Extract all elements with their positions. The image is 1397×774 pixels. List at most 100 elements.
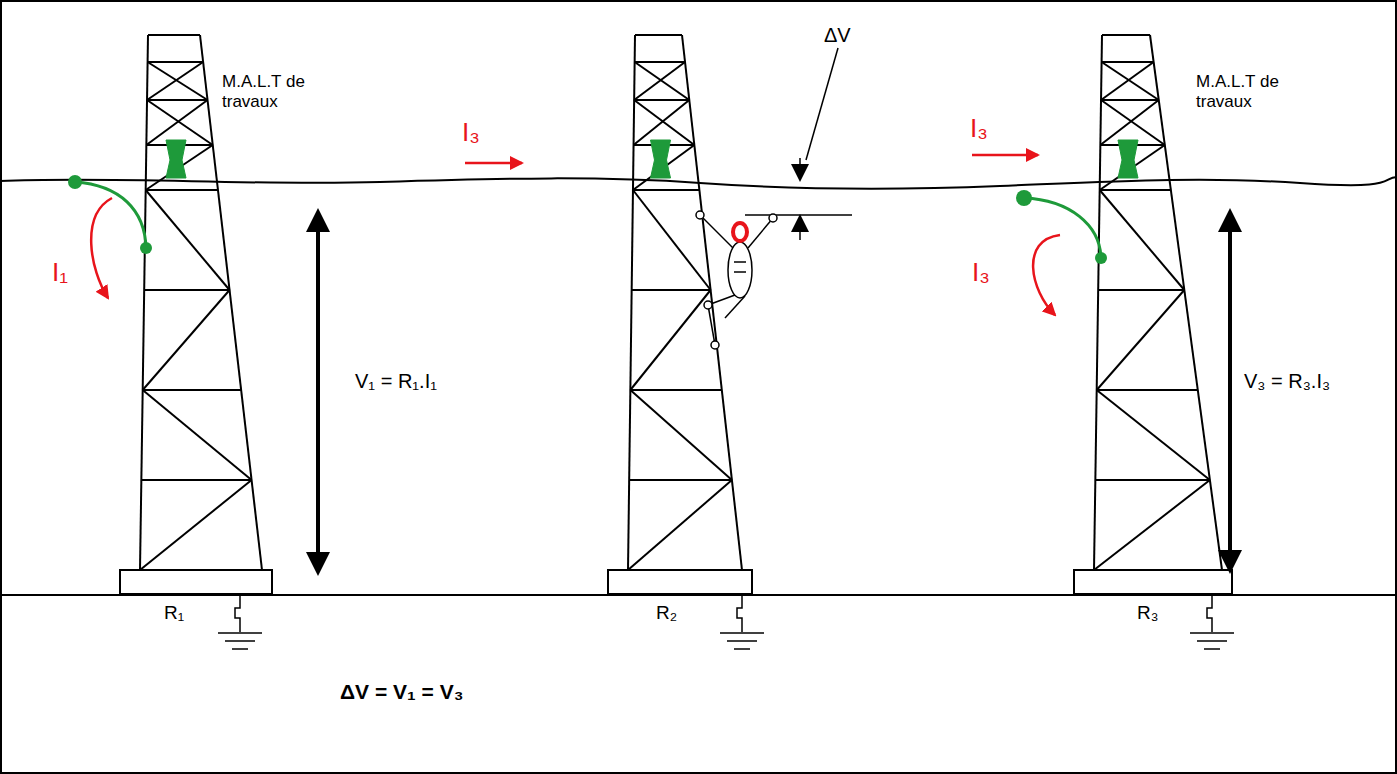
clamp-label: M.A.L.T de travaux xyxy=(1196,72,1283,111)
tower-stroke xyxy=(140,35,148,570)
tower-stroke xyxy=(634,100,694,145)
tower-stroke xyxy=(146,190,230,290)
tower-stroke xyxy=(148,62,208,100)
tower-stroke xyxy=(143,390,252,480)
tower-stroke xyxy=(1098,289,1184,291)
tower-stroke xyxy=(682,35,742,570)
tower-stroke xyxy=(1097,390,1210,480)
delta-v-dimension xyxy=(745,48,852,240)
resistance-label: R₂ xyxy=(656,602,677,624)
tower-footing xyxy=(608,570,752,594)
tower-stroke xyxy=(630,390,732,480)
tower-stroke xyxy=(628,480,732,570)
lattice-tower xyxy=(608,35,752,594)
earthing-clamp xyxy=(75,182,1101,258)
tower-stroke xyxy=(146,100,207,145)
tower-footing xyxy=(120,570,272,594)
earth-bar xyxy=(232,648,248,650)
tower-stroke xyxy=(200,35,262,570)
earth-lead xyxy=(1207,596,1212,632)
tower-stroke xyxy=(146,189,218,191)
tower-stroke xyxy=(1102,34,1150,36)
tower-stroke xyxy=(1094,35,1102,570)
tower-stroke xyxy=(1097,389,1198,391)
ground-line xyxy=(0,594,1397,596)
tower-stroke xyxy=(633,189,699,191)
resistance-label: R₁ xyxy=(164,602,184,624)
voltage-label: V₃ = R₃.I₃ xyxy=(1244,370,1330,393)
current-arrows xyxy=(91,155,1060,315)
earth-bar xyxy=(1190,632,1234,634)
lattice-tower xyxy=(1074,35,1232,594)
tower-stroke xyxy=(143,290,230,390)
tower-stroke xyxy=(628,35,635,570)
insulator xyxy=(166,140,186,178)
tower-stroke xyxy=(1101,62,1154,100)
earth-symbols xyxy=(218,596,1234,649)
tower-stroke xyxy=(630,389,721,391)
tower-stroke xyxy=(1101,99,1159,101)
tower-stroke xyxy=(1102,62,1159,100)
worker-head xyxy=(733,223,747,241)
earth-lead xyxy=(235,596,240,632)
resistance-label: R₃ xyxy=(1137,602,1158,624)
voltage-label: V₁ = R₁.I₁ xyxy=(355,370,437,393)
earth-bar xyxy=(734,648,750,650)
earth-symbol xyxy=(218,596,262,649)
tower-stroke xyxy=(147,62,203,100)
earth-bar xyxy=(218,632,262,634)
tower-stroke xyxy=(1101,100,1165,145)
tower-stroke xyxy=(634,62,685,100)
voltage-arrows xyxy=(318,230,1230,555)
earth-bar xyxy=(727,640,757,642)
earth-symbol xyxy=(1190,596,1234,649)
worker xyxy=(696,211,777,349)
equation-label: ΔV = V₁ = V₃ xyxy=(340,680,463,704)
tower-footing xyxy=(1074,570,1232,594)
tower-stroke xyxy=(141,479,251,481)
tower-stroke xyxy=(635,34,682,36)
insulator xyxy=(651,140,671,178)
tower-stroke xyxy=(1102,61,1154,63)
tower-stroke xyxy=(147,100,213,145)
tower-stroke xyxy=(1097,290,1185,390)
earth-symbol xyxy=(720,596,764,649)
tower-stroke xyxy=(140,480,252,570)
conductor xyxy=(0,177,1397,189)
earth-bar xyxy=(1197,640,1227,642)
tower-stroke xyxy=(634,99,689,101)
current-label: I₁ xyxy=(52,258,68,288)
tower-stroke xyxy=(1100,190,1185,290)
tower-stroke xyxy=(1150,35,1222,570)
earth-lead xyxy=(737,596,742,632)
earth-bar xyxy=(225,640,255,642)
tower-stroke xyxy=(630,290,710,390)
dimension-label: ΔV xyxy=(824,24,851,47)
current-label: I₃ xyxy=(462,118,480,148)
tower-stroke xyxy=(1100,100,1158,145)
tower-stroke xyxy=(633,190,711,290)
tower-stroke xyxy=(634,100,690,145)
tower-stroke xyxy=(1094,480,1210,570)
clamp-label: M.A.L.T de travaux xyxy=(222,72,309,111)
voltage-arrowheads xyxy=(306,208,1242,576)
tower-stroke xyxy=(632,289,711,291)
tower-stroke xyxy=(148,61,204,63)
tower-stroke xyxy=(148,34,200,36)
tower-stroke xyxy=(144,289,229,291)
tower-stroke xyxy=(635,61,685,63)
earth-bar xyxy=(1204,648,1220,650)
insulator xyxy=(1118,140,1138,178)
tower-stroke xyxy=(1100,189,1171,191)
towers xyxy=(120,35,1232,594)
clamp-dots xyxy=(68,175,1107,264)
tower-stroke xyxy=(635,62,690,100)
earth-bar xyxy=(720,632,764,634)
lattice-tower xyxy=(120,35,272,594)
tower-stroke xyxy=(1095,479,1210,481)
current-label: I₃ xyxy=(970,114,988,144)
current-label: I₃ xyxy=(972,258,990,288)
tower-stroke xyxy=(629,479,732,481)
